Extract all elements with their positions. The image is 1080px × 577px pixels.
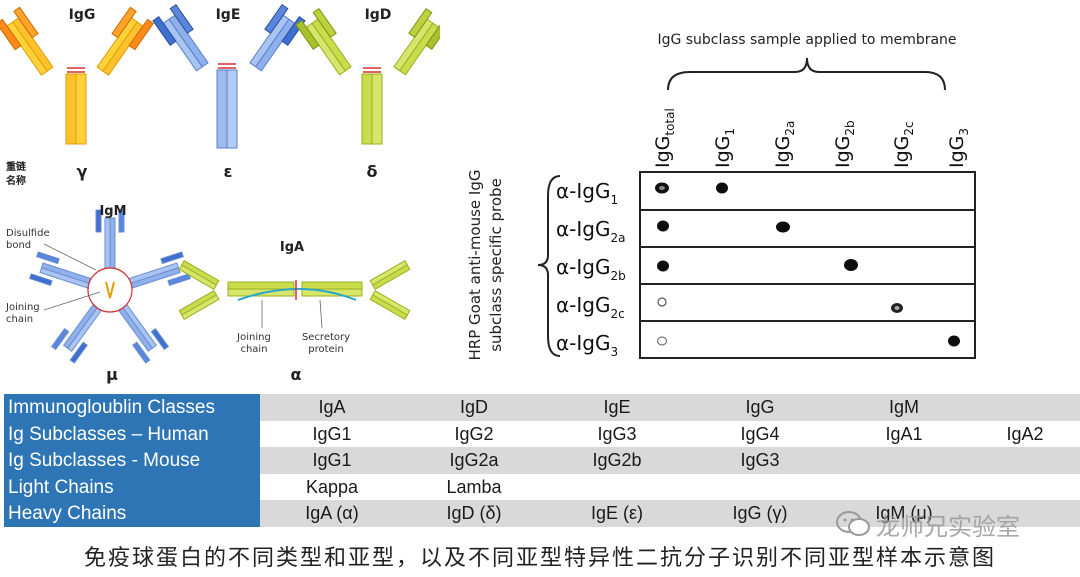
iga-structure: IgA Joining chain Secretory protein α — [178, 240, 411, 384]
blot-column-label: IgGtotal — [652, 108, 677, 168]
table-cell: IgG1 — [312, 450, 352, 470]
table-cell: IgE (ε) — [590, 503, 644, 523]
heavy-chain-name-label-line2: 名称 — [6, 174, 26, 187]
table-row-header: Light Chains — [4, 473, 260, 501]
table-cell: IgM — [888, 397, 919, 417]
blot-dot — [948, 335, 960, 347]
table-row: Heavy Chains IgA (α) IgD (δ) IgE (ε) IgG (γ)… — [4, 500, 1080, 527]
table-row-header: Heavy Chains — [4, 500, 260, 527]
igg-structure: IgG γ — [0, 6, 154, 181]
blot-top-title: IgG subclass sample applied to membrane — [657, 32, 956, 48]
table-row: Ig Subclasses - Mouse IgG1 IgG2a IgG2b IgG3 — [4, 447, 1080, 474]
igm-joining-chain-label-line2: chain — [6, 314, 33, 325]
table-cell: Kappa — [305, 476, 359, 497]
iga-joining-chain-label-line1: Joining — [236, 332, 271, 343]
table-row: Light Chains Kappa Lamba — [4, 473, 1080, 501]
table-cell: IgG (γ) — [732, 503, 788, 523]
blot-row-label: α-IgG2c — [556, 293, 625, 321]
igd-label: IgD — [365, 7, 392, 23]
table-cell: IgG4 — [740, 423, 780, 444]
blot-side-label-line2: subclass specific probe — [487, 178, 505, 352]
table-cell: IgG2b — [592, 450, 642, 470]
table-row-header: Ig Subclasses – Human — [4, 420, 260, 448]
blot-dot — [891, 303, 903, 313]
table-cell: Lamba — [446, 476, 502, 497]
blot-row-label: α-IgG3 — [556, 331, 618, 359]
blot-column-label: IgG2a — [772, 121, 797, 168]
blot-dot — [776, 221, 790, 233]
blot-dot — [655, 182, 669, 194]
blot-dot — [657, 260, 669, 272]
table-cell: IgE — [603, 397, 631, 417]
table-cell: IgA2 — [1006, 423, 1044, 444]
ige-chain-label: ε — [224, 162, 233, 181]
blot-column-label: IgG3 — [946, 128, 971, 168]
blot-column-label: IgG1 — [712, 128, 737, 168]
blot-column-labels: IgGtotal IgG1 IgG2a IgG2b IgG2c IgG3 — [652, 108, 971, 168]
blot-row-label: α-IgG2a — [556, 217, 626, 245]
table-row: Immunogloublin Classes IgA IgD IgE IgG IgM — [4, 394, 1080, 421]
blot-row-label: α-IgG1 — [556, 179, 618, 207]
secretory-label-line2: protein — [308, 344, 344, 355]
igm-structure: IgM Disulfide bond Joining chain μ — [5, 204, 192, 384]
table-row: Ig Subclasses – Human IgG1 IgG2 IgG3 IgG4 IgA… — [4, 420, 1080, 448]
table-cell: IgG1 — [312, 423, 352, 444]
blot-dot — [657, 220, 669, 232]
disulfide-label-line2: bond — [6, 240, 31, 251]
table-cell: IgG3 — [740, 450, 780, 470]
blot-side-label-line1: HRP Goat anti-mouse IgG — [466, 170, 484, 361]
igm-joining-chain-label-line1: Joining — [5, 302, 40, 313]
antibody-structure-diagram: IgG γ IgE ε — [0, 3, 440, 384]
table-cell: IgG3 — [597, 423, 637, 444]
blot-column-label: IgG2b — [832, 120, 857, 168]
wechat-icon — [836, 511, 870, 536]
table-row-header: Ig Subclasses - Mouse — [4, 447, 260, 474]
heavy-chain-name-label-line1: 重链 — [6, 160, 27, 173]
blot-dot — [844, 259, 858, 271]
watermark-text: 龙师兄实验室 — [876, 512, 1020, 541]
igd-structure: IgD δ — [295, 7, 440, 181]
blot-left-bracket — [537, 175, 561, 357]
table-cell: IgG2 — [454, 423, 494, 444]
blot-column-label: IgG2c — [891, 121, 916, 168]
disulfide-label-line1: Disulfide — [6, 228, 50, 239]
blot-row-label: α-IgG2b — [556, 255, 626, 283]
igg-label: IgG — [69, 7, 96, 23]
table-cell: IgD (δ) — [446, 503, 502, 523]
igg-chain-label: γ — [77, 162, 88, 181]
table-row-header: Immunogloublin Classes — [4, 394, 260, 421]
blot-membrane — [639, 171, 976, 359]
blot-row-labels: α-IgG1 α-IgG2a α-IgG2b α-IgG2c α-IgG3 — [556, 179, 626, 359]
igd-chain-label: δ — [367, 162, 378, 181]
table-cell: IgD — [459, 397, 488, 417]
ige-structure: IgE ε — [152, 3, 306, 181]
igm-chain-label: μ — [106, 365, 118, 384]
igm-label: IgM — [99, 204, 126, 219]
table-cell: IgA (α) — [305, 503, 359, 523]
blot-dot — [657, 297, 667, 307]
iga-joining-chain-label-line2: chain — [240, 344, 267, 355]
secretory-label-line1: Secretory — [302, 332, 350, 343]
table-cell: IgG — [745, 397, 775, 417]
table-cell: IgG2a — [449, 450, 499, 470]
blot-top-bracket — [667, 57, 946, 91]
iga-label: IgA — [280, 240, 304, 255]
figure-caption: 免疫球蛋白的不同类型和亚型，以及不同亚型特异性二抗分子识别不同亚型样本示意图 — [83, 546, 996, 571]
watermark: 龙师兄实验室 — [836, 508, 1020, 541]
table-cell: IgA1 — [885, 423, 923, 444]
blot-dot — [716, 182, 728, 194]
blot-dot — [656, 336, 668, 346]
table-cell: IgM (μ) — [875, 503, 933, 523]
iga-chain-label: α — [291, 365, 302, 384]
ige-label: IgE — [216, 7, 241, 23]
table-cell: IgA — [318, 397, 346, 417]
